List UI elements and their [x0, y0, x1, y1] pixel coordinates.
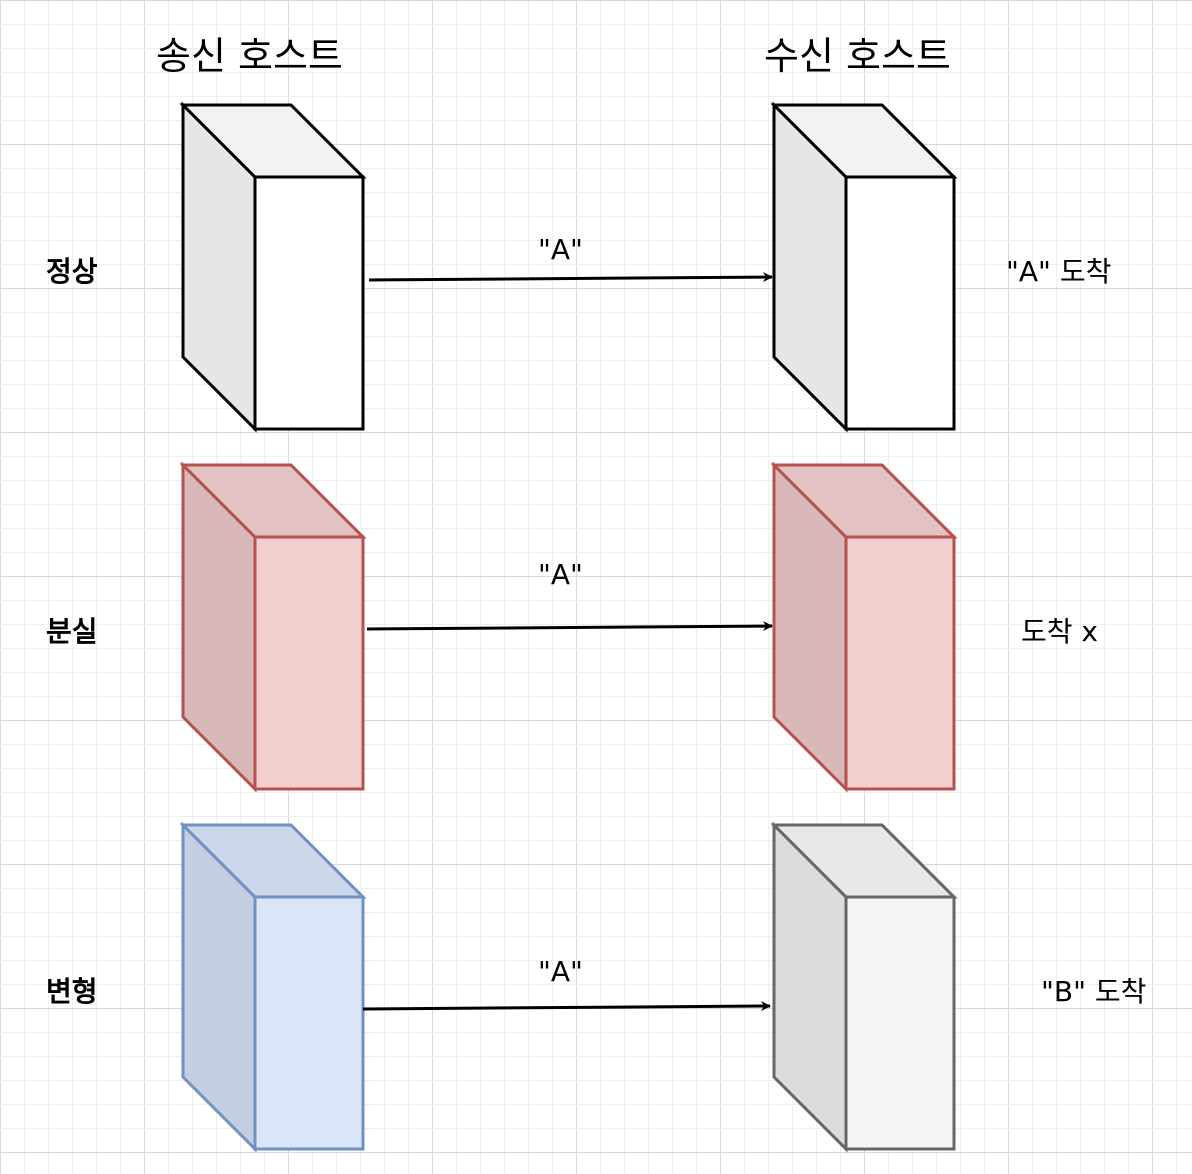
receiver-box-modified-front: [844, 895, 956, 1151]
receiver-host-box-modified: [770, 821, 958, 1153]
row-label-normal: 정상: [46, 255, 98, 288]
receiver-box-lost-front: [844, 535, 956, 791]
result-label-modified: "B" 도착: [1041, 975, 1147, 1008]
receiver-box-normal-front: [844, 175, 956, 431]
sender-host-title: 송신 호스트: [156, 34, 343, 78]
sender-box-lost-front: [253, 535, 365, 791]
result-label-normal: "A" 도착: [1006, 255, 1112, 288]
arrow-modified: [362, 1001, 771, 1012]
message-label-normal: "A": [538, 233, 583, 266]
message-label-modified: "A": [538, 955, 583, 988]
row-label-lost: 분실: [46, 615, 98, 648]
result-label-lost: 도착 x: [1021, 615, 1098, 648]
receiver-host-box-normal: [770, 101, 958, 433]
sender-box-modified-front: [253, 895, 365, 1151]
sender-box-normal-front: [253, 175, 365, 431]
sender-host-box-normal: [179, 101, 367, 433]
row-label-modified: 변형: [46, 975, 98, 1008]
arrow-normal: [368, 272, 773, 283]
sender-host-box-modified: [179, 821, 367, 1153]
message-label-lost: "A": [538, 558, 583, 591]
receiver-host-title: 수신 호스트: [764, 34, 951, 78]
receiver-host-box-lost: [770, 461, 958, 793]
arrow-lost: [366, 621, 773, 632]
sender-host-box-lost: [179, 461, 367, 793]
